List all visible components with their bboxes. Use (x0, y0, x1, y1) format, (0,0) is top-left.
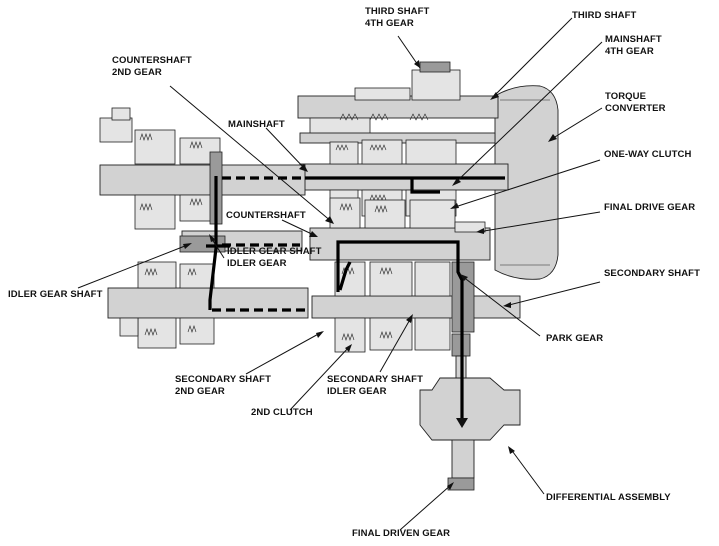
label-2nd-clutch: 2ND CLUTCH (251, 407, 313, 418)
label-third-shaft-4th-gear-line1: THIRD SHAFT (365, 6, 430, 17)
left-clutch-assembly (99, 107, 306, 230)
leader-lines (77, 17, 603, 531)
label-secondary-shaft-2nd-gear-line2: 2ND GEAR (175, 386, 225, 397)
torque-converter (494, 85, 559, 280)
label-countershaft-2nd-gear-line2: 2ND GEAR (112, 67, 162, 78)
third-shaft-assembly (297, 61, 499, 144)
label-mainshaft: MAINSHAFT (228, 119, 285, 130)
power-flow-path (206, 176, 505, 428)
labels: THIRD SHAFT 4TH GEAR THIRD SHAFT MAINSHA… (8, 6, 700, 539)
label-mainshaft-4th-gear-line2: 4TH GEAR (605, 46, 654, 57)
countershaft-assembly (181, 197, 491, 261)
label-differential-assembly: DIFFERENTIAL ASSEMBLY (546, 492, 671, 503)
label-torque-converter-line1: TORQUE (605, 91, 646, 102)
label-countershaft-2nd-gear-line1: COUNTERSHAFT (112, 55, 192, 66)
label-secondary-shaft: SECONDARY SHAFT (604, 268, 700, 279)
label-one-way-clutch: ONE-WAY CLUTCH (604, 149, 691, 160)
label-final-drive-gear: FINAL DRIVE GEAR (604, 202, 695, 213)
label-torque-converter-line2: CONVERTER (605, 103, 666, 114)
label-third-shaft-4th-gear-line2: 4TH GEAR (365, 18, 414, 29)
lower-left-assembly (107, 261, 309, 349)
label-idler-gear-shaft: IDLER GEAR SHAFT (8, 289, 103, 300)
label-countershaft: COUNTERSHAFT (226, 210, 306, 221)
label-secondary-shaft-idler-gear-line2: IDLER GEAR (327, 386, 387, 397)
label-park-gear: PARK GEAR (546, 333, 603, 344)
differential-assembly-drawing (419, 333, 521, 491)
label-secondary-shaft-idler-gear-line1: SECONDARY SHAFT (327, 374, 423, 385)
label-idler-gear-shaft-idler-gear-line1: IDLER GEAR SHAFT (227, 246, 322, 257)
label-secondary-shaft-2nd-gear-line1: SECONDARY SHAFT (175, 374, 271, 385)
flow-arrow-icon (456, 418, 468, 428)
label-mainshaft-4th-gear-line1: MAINSHAFT (605, 34, 662, 45)
label-third-shaft: THIRD SHAFT (572, 10, 637, 21)
label-idler-gear-shaft-idler-gear-line2: IDLER GEAR (227, 258, 287, 269)
label-final-driven-gear: FINAL DRIVEN GEAR (352, 528, 450, 539)
